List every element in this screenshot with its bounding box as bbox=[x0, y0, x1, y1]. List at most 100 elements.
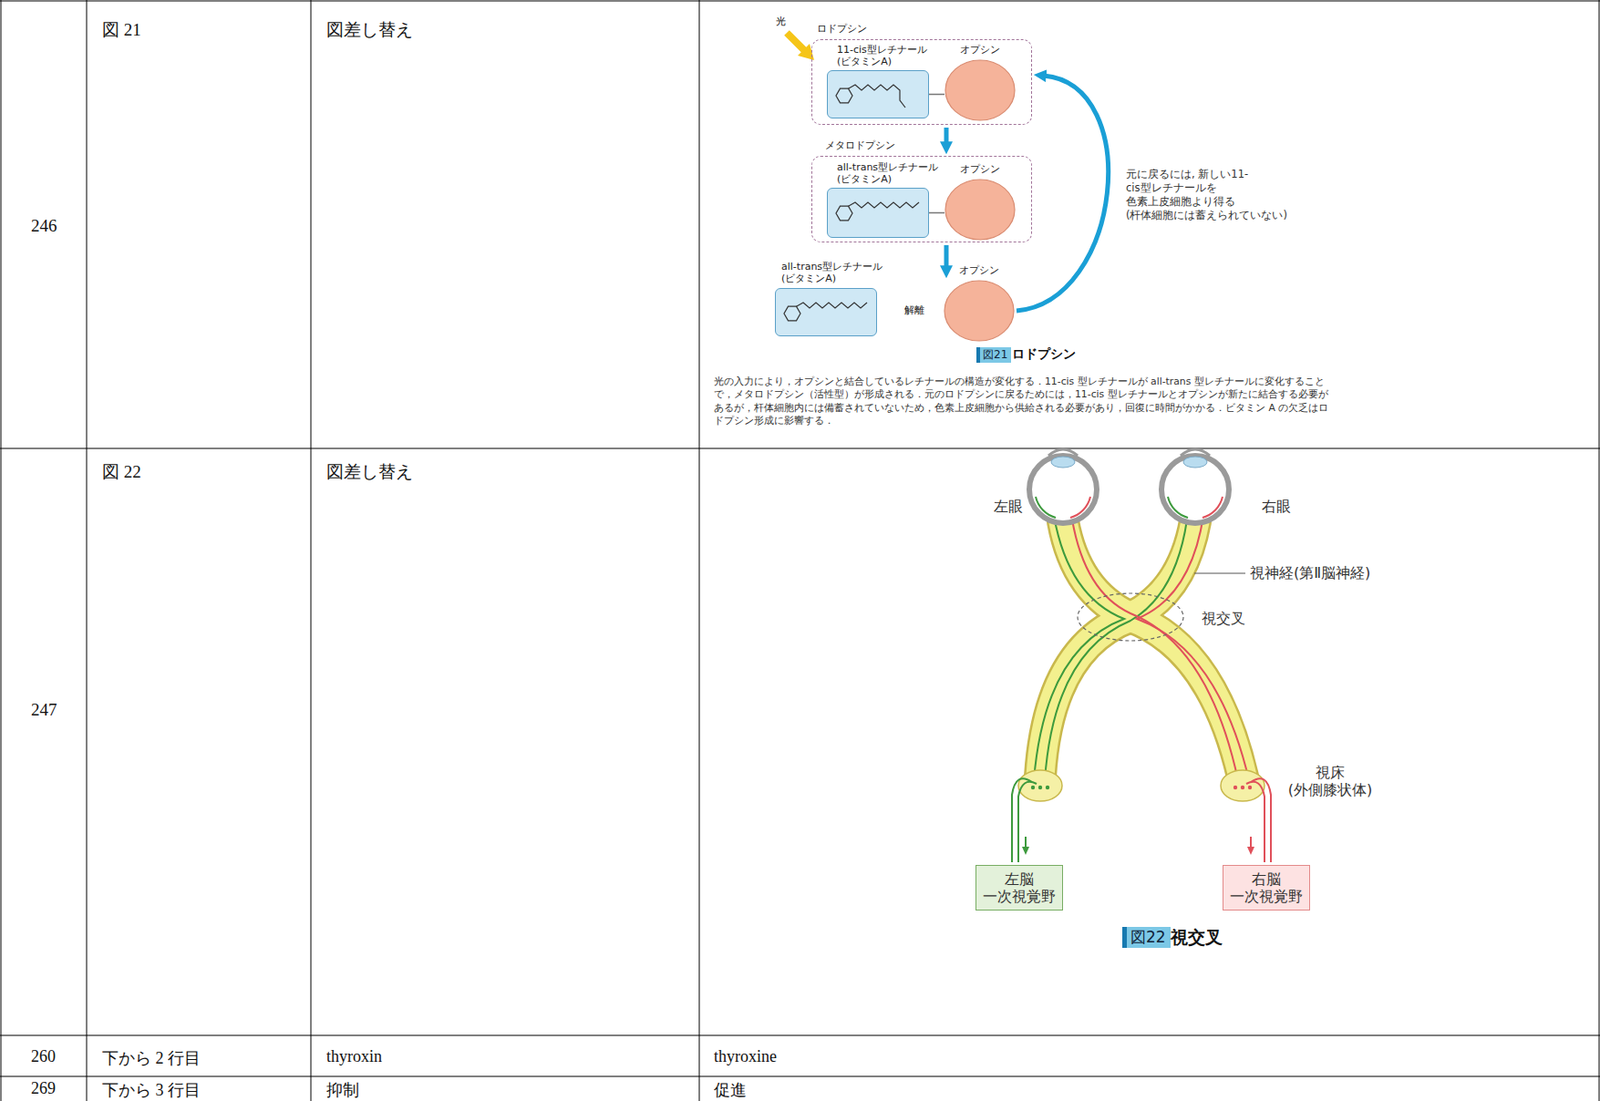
opsin-shape bbox=[944, 59, 1016, 122]
retinal-box: 11-cis型レチナール (ビタミンA) bbox=[826, 70, 930, 119]
lens bbox=[1183, 456, 1208, 468]
box-label: 右脳 一次視覚野 bbox=[1228, 870, 1304, 906]
left-eye bbox=[1029, 449, 1097, 524]
small-arrow bbox=[1249, 836, 1252, 848]
eye-label: 左眼 bbox=[993, 497, 1023, 517]
synapse-dot bbox=[1233, 785, 1238, 790]
table-rule bbox=[0, 1035, 1600, 1037]
nerve-path bbox=[1130, 617, 1243, 777]
table-rule bbox=[0, 1076, 1600, 1078]
box-label: 左脳 一次視覚野 bbox=[981, 870, 1057, 906]
table-rule bbox=[1599, 0, 1600, 1101]
table-cell: 246 bbox=[30, 216, 58, 237]
figure-number: 図22 bbox=[1122, 927, 1171, 949]
optic-radiation bbox=[1011, 778, 1271, 863]
bond-line bbox=[929, 212, 945, 215]
cornea bbox=[1048, 449, 1078, 456]
thalamus bbox=[1018, 770, 1265, 802]
note-text: 元に戻るには, 新しい11-cis型レチナールを 色素上皮細胞より得る (杆体細… bbox=[1125, 167, 1292, 223]
fiber-right bbox=[1136, 516, 1250, 781]
table-cell: 図差し替え bbox=[326, 460, 413, 485]
flow-arrow bbox=[944, 127, 950, 145]
ring bbox=[836, 206, 853, 221]
table-cell: 促進 bbox=[713, 1079, 747, 1101]
figure-number: 図21 bbox=[976, 347, 1012, 363]
opsin-shape bbox=[943, 279, 1015, 342]
node-heading: all-trans型レチナール (ビタミンA) bbox=[836, 162, 949, 186]
retinal-molecule bbox=[827, 188, 930, 239]
node-heading: オプシン bbox=[926, 43, 1034, 56]
fiber-right bbox=[1072, 519, 1239, 781]
lens bbox=[1051, 456, 1075, 468]
figure-title: 視交叉 bbox=[1170, 926, 1223, 950]
retina-right bbox=[1070, 496, 1091, 518]
nerve-fill bbox=[1040, 521, 1243, 777]
table-rule bbox=[0, 0, 1600, 2]
table-cell: 247 bbox=[30, 700, 58, 721]
retina-right bbox=[1202, 496, 1223, 518]
nerve-outline bbox=[1040, 521, 1243, 777]
opsin-shape bbox=[944, 178, 1016, 241]
node-heading: オプシン bbox=[925, 264, 1033, 277]
fiber-left bbox=[1044, 519, 1188, 781]
synapse-dot bbox=[1045, 785, 1050, 790]
part-label: 視交叉 bbox=[1201, 609, 1246, 630]
small-arrow-head bbox=[1247, 846, 1255, 856]
leader-line bbox=[1194, 573, 1246, 575]
bond-line bbox=[929, 93, 945, 96]
table-cell: 図差し替え bbox=[326, 18, 413, 42]
retina-left bbox=[1167, 496, 1188, 518]
fiber-left bbox=[1033, 516, 1125, 781]
table-rule bbox=[0, 448, 1600, 450]
table-rule bbox=[0, 0, 2, 1101]
retina-left bbox=[1035, 496, 1056, 518]
chiasm-outline bbox=[1077, 593, 1184, 641]
small-arrow-head bbox=[1021, 846, 1030, 856]
opsin-ellipse bbox=[945, 60, 1015, 121]
ring bbox=[836, 88, 853, 104]
radiation-line bbox=[1011, 778, 1033, 863]
table-rule bbox=[310, 0, 312, 1101]
nerve-path bbox=[1130, 617, 1243, 777]
eyeball bbox=[1161, 455, 1229, 524]
figure-title: ロドプシン bbox=[1011, 346, 1076, 363]
radiation-line bbox=[1250, 778, 1271, 863]
synapse-dot bbox=[1031, 785, 1035, 790]
lgn-left bbox=[1018, 770, 1063, 802]
opsin-ellipse bbox=[944, 280, 1014, 341]
optic-nerve bbox=[1033, 516, 1250, 781]
lgn-right bbox=[1220, 770, 1265, 802]
nerve-path bbox=[1040, 617, 1131, 777]
part-label: 視神経(第Ⅱ脳神経) bbox=[1249, 564, 1371, 584]
node-heading: 11-cis型レチナール (ビタミンA) bbox=[836, 44, 949, 68]
table-rule bbox=[86, 0, 88, 1101]
light-arrow bbox=[786, 32, 815, 61]
rhodopsin-group: ロドプシン11-cis型レチナール (ビタミンA)オプシン bbox=[811, 39, 1033, 125]
dissociation-label: 解離 bbox=[904, 303, 925, 318]
cornea bbox=[1180, 449, 1210, 456]
retinal-molecule bbox=[775, 289, 878, 340]
eyeball bbox=[1029, 455, 1097, 524]
table-cell: 図 22 bbox=[102, 460, 142, 485]
node-heading: オプシン bbox=[926, 163, 1034, 176]
synapse-dot bbox=[1248, 785, 1252, 790]
light-arrow-shaft bbox=[786, 32, 805, 51]
table-cell: 下から 2 行目 bbox=[102, 1047, 201, 1070]
nerve-fibers bbox=[1033, 516, 1250, 781]
table-cell: 抑制 bbox=[326, 1079, 360, 1101]
table-cell: 下から 3 行目 bbox=[102, 1079, 201, 1101]
flow-arrow bbox=[944, 245, 950, 269]
radiation-line bbox=[1018, 782, 1037, 863]
table-cell: 269 bbox=[30, 1079, 56, 1099]
retinal-box: all-trans型レチナール (ビタミンA) bbox=[826, 187, 930, 238]
chain bbox=[848, 202, 920, 208]
group-heading: ロドプシン bbox=[816, 22, 868, 35]
opsin-protein: オプシン bbox=[943, 279, 1015, 342]
table-cell: thyroxine bbox=[713, 1047, 777, 1067]
eye-label: 右眼 bbox=[1261, 497, 1291, 517]
